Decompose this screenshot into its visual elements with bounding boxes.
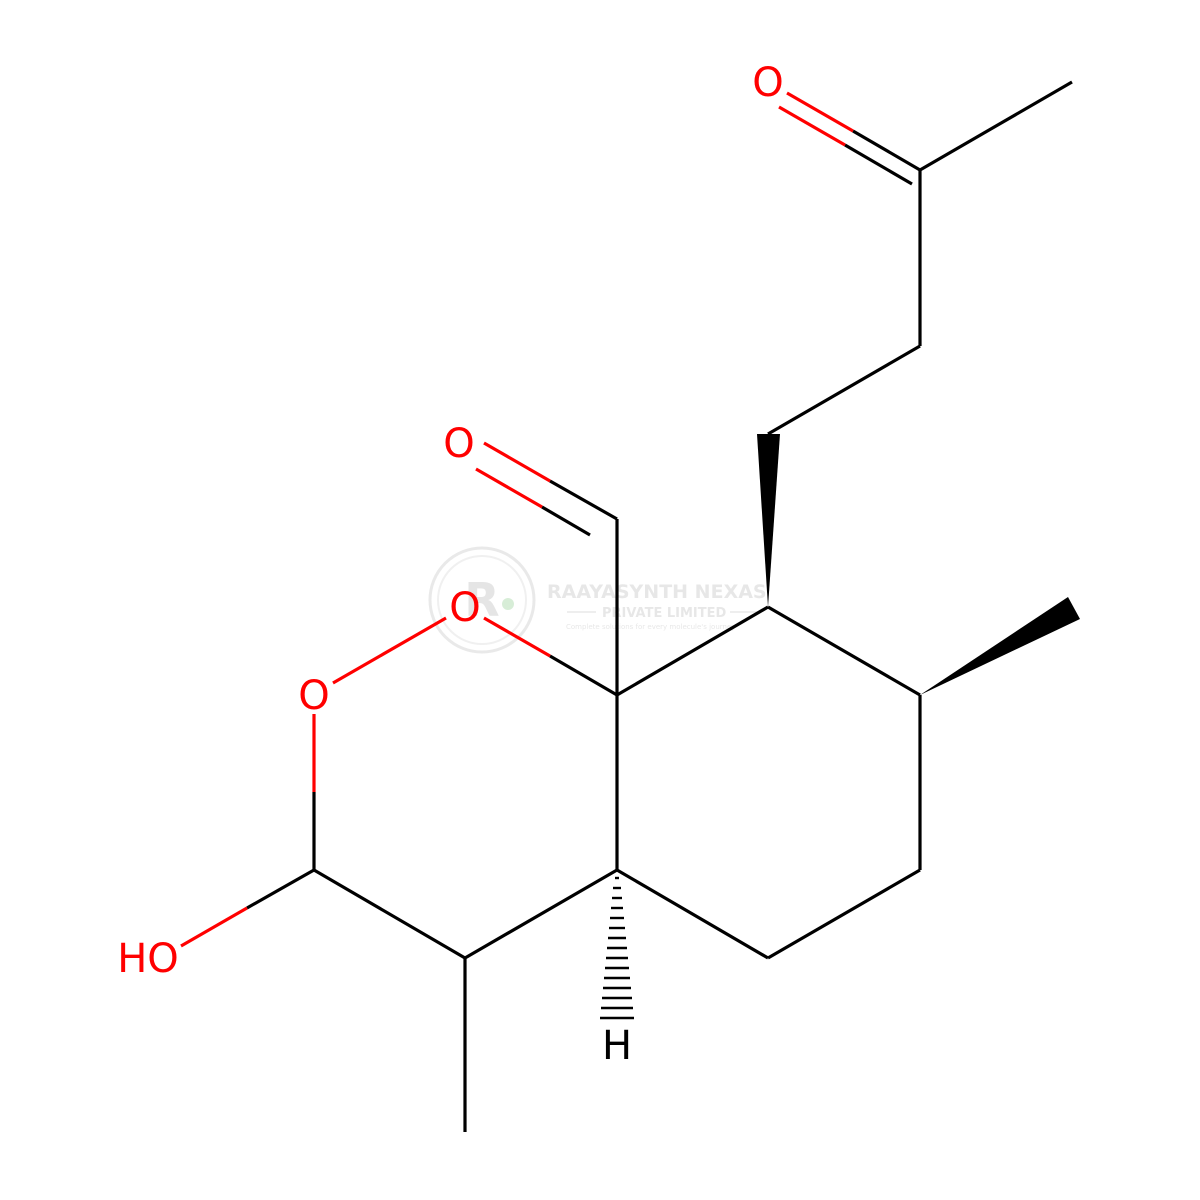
bond-c3-oh-red <box>180 906 248 948</box>
bond-c8a-o1-black <box>549 654 618 697</box>
watermark-logo-dot <box>502 598 514 610</box>
hash-bond-hydrogen <box>600 876 634 1020</box>
bond-aldehyde-co-upper-black <box>549 479 618 521</box>
atom-oxygen-aldehyde: O <box>443 421 474 467</box>
watermark-logo-ring <box>428 546 536 654</box>
wedge-bond-methyl <box>920 597 1080 695</box>
atom-oxygen-ring-2: O <box>298 673 329 719</box>
watermark-subtitle: PRIVATE LIMITED <box>602 606 727 621</box>
watermark-logo-letter: R <box>464 573 499 627</box>
watermark: R RAAYASYNTH NEXAS PRIVATE LIMITED Compl… <box>428 546 767 654</box>
atom-hydroxyl: HO <box>117 936 179 982</box>
bond-c8a-o1-red <box>483 616 551 658</box>
bond-terminal-methyl <box>919 80 1073 172</box>
bond-ketone-co-upper-red <box>786 91 854 133</box>
bond-ring-c5-c4a <box>616 868 769 960</box>
bond-ketone-co-upper-black <box>852 129 921 172</box>
atom-oxygen-ketone: O <box>752 60 783 106</box>
atom-hydrogen: H <box>602 1023 632 1069</box>
watermark-tagline: Complete solutions for every molecule's … <box>566 623 735 631</box>
bond-aldehyde-co-lower-red <box>475 467 543 509</box>
bond-aldehyde-co-lower-black <box>541 505 591 537</box>
bond-ring-c6-c5 <box>767 868 921 960</box>
bond-chain-2 <box>767 344 921 436</box>
atom-oxygen-ring-1: O <box>449 585 480 631</box>
bond-ketone-co-lower-red <box>778 105 846 147</box>
bond-ring-c8-c7 <box>767 605 921 697</box>
bond-o1-o2 <box>332 616 447 685</box>
bond-aldehyde-co-upper-red <box>483 441 551 483</box>
wedge-bond-chain <box>757 434 780 607</box>
bond-c3-c4 <box>313 868 466 960</box>
watermark-logo-inner <box>437 555 527 645</box>
watermark-title: RAAYASYNTH NEXAS <box>547 581 767 603</box>
bond-c3-oh-black <box>246 868 315 910</box>
bond-ketone-co-lower-black <box>844 143 913 186</box>
bond-c4-c4a <box>464 868 618 960</box>
bond-ring-c8a-c8 <box>616 605 769 697</box>
